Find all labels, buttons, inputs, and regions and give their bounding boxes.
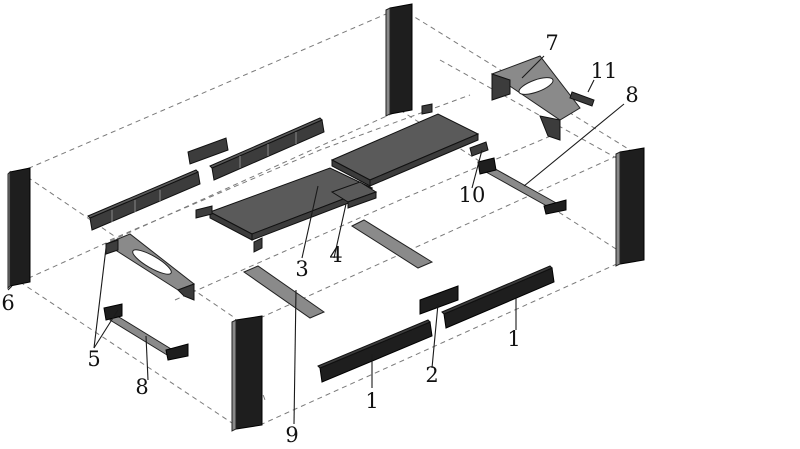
corner-post-right xyxy=(615,147,645,267)
bracket-bar-right xyxy=(477,157,567,215)
small-tab-b xyxy=(253,237,263,253)
beam-connector xyxy=(419,285,459,315)
leader-lines xyxy=(7,55,625,425)
corner-post-front xyxy=(231,315,263,432)
callout-1-front-right: 1 xyxy=(507,327,520,351)
long-strip-9 xyxy=(242,265,326,319)
callout-9: 9 xyxy=(285,423,298,447)
callout-1-front-left: 1 xyxy=(365,389,378,413)
long-strip-back xyxy=(350,219,434,269)
callout-8-right: 8 xyxy=(625,83,638,107)
callout-8-left: 8 xyxy=(135,375,148,399)
callout-labels: 1 1 2 3 4 5 6 7 8 8 9 10 11 xyxy=(1,31,638,447)
callout-3: 3 xyxy=(295,257,308,281)
small-rail-block xyxy=(187,137,229,165)
rear-bracket xyxy=(490,55,581,141)
joint-block xyxy=(330,181,378,209)
callout-5: 5 xyxy=(87,347,100,371)
callout-4: 4 xyxy=(329,243,342,267)
bracket-bar-left xyxy=(103,303,189,361)
front-beam-left xyxy=(317,319,433,383)
callout-2: 2 xyxy=(425,363,438,387)
small-clip xyxy=(469,141,489,157)
small-tab-c xyxy=(421,103,433,115)
corner-post-back xyxy=(385,3,413,117)
corner-post-left xyxy=(7,167,31,290)
rear-floor-plate xyxy=(330,113,480,187)
small-tab-a xyxy=(195,205,213,219)
front-bracket xyxy=(104,233,196,301)
side-rail-left xyxy=(87,169,201,231)
callout-7: 7 xyxy=(545,31,558,55)
callout-10: 10 xyxy=(459,183,486,207)
callout-11: 11 xyxy=(591,59,618,83)
pin-part xyxy=(569,91,595,107)
side-rail-back xyxy=(209,117,325,181)
callout-6: 6 xyxy=(1,291,14,315)
front-beam-right xyxy=(441,265,555,329)
